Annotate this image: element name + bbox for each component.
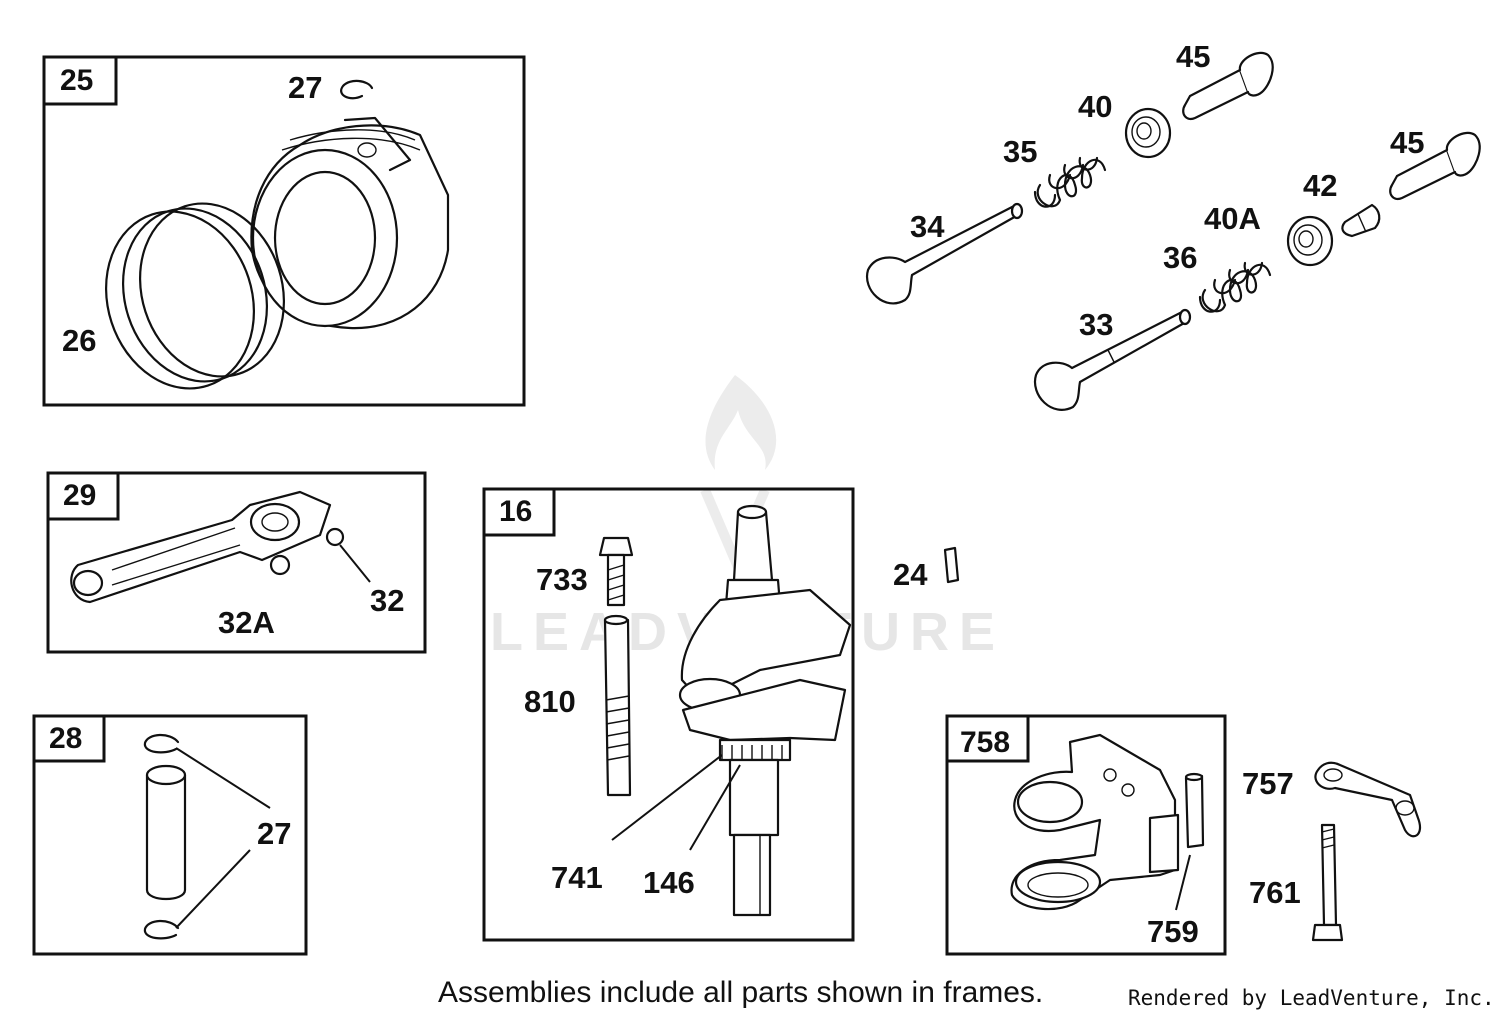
label-810: 810 bbox=[524, 684, 576, 719]
frame-connecting-rod: 29 32 32A bbox=[46, 471, 427, 654]
tappet-45-upper: 45 bbox=[1176, 39, 1274, 121]
stud-810 bbox=[603, 614, 632, 797]
frame-number-29: 29 bbox=[63, 479, 96, 512]
label-34: 34 bbox=[910, 209, 945, 244]
label-24: 24 bbox=[893, 557, 928, 592]
frame-piston: 25 27 26 bbox=[42, 55, 526, 407]
governor-link-757: 757 bbox=[1242, 761, 1422, 838]
retainer-40: 40 bbox=[1078, 89, 1172, 159]
label-146: 146 bbox=[643, 865, 695, 900]
governor-pin bbox=[1184, 772, 1205, 849]
label-32a: 32A bbox=[218, 605, 275, 640]
label-45-upper: 45 bbox=[1176, 39, 1210, 74]
label-27-top: 27 bbox=[288, 70, 322, 105]
valve-34: 34 bbox=[865, 202, 1024, 305]
flame-watermark-icon bbox=[705, 375, 777, 470]
keeper-42: 42 bbox=[1303, 168, 1381, 238]
tappet-45-lower: 45 bbox=[1389, 125, 1481, 201]
retainer-clip-lower-icon bbox=[143, 919, 180, 940]
retainer-clip-upper-icon bbox=[143, 733, 180, 754]
label-759: 759 bbox=[1147, 914, 1199, 949]
label-741: 741 bbox=[551, 860, 603, 895]
assemblies-note: Assemblies include all parts shown in fr… bbox=[438, 976, 1044, 1009]
screw-761: 761 bbox=[1249, 823, 1344, 942]
connecting-rod bbox=[70, 490, 371, 604]
label-761: 761 bbox=[1249, 875, 1301, 910]
label-40: 40 bbox=[1078, 89, 1112, 124]
frame-number-25: 25 bbox=[60, 64, 93, 97]
label-45-lower: 45 bbox=[1390, 125, 1424, 160]
label-26: 26 bbox=[62, 323, 96, 358]
render-credit: Rendered by LeadVenture, Inc. bbox=[1128, 986, 1495, 1010]
label-33: 33 bbox=[1079, 307, 1113, 342]
label-42: 42 bbox=[1303, 168, 1337, 203]
key-24: 24 bbox=[893, 546, 960, 592]
label-757: 757 bbox=[1242, 766, 1294, 801]
governor-bracket bbox=[1010, 733, 1180, 911]
bolt-733 bbox=[598, 536, 634, 607]
frame-number-28: 28 bbox=[49, 722, 82, 755]
retainer-40a: 40A bbox=[1204, 201, 1334, 267]
label-32: 32 bbox=[370, 583, 404, 618]
spring-36: 36 bbox=[1163, 240, 1272, 313]
label-27-pin: 27 bbox=[257, 816, 291, 851]
frame-crankshaft: 16 733 810 bbox=[482, 487, 855, 942]
label-40a: 40A bbox=[1204, 201, 1261, 236]
piston bbox=[250, 116, 450, 330]
piston-pin bbox=[145, 764, 187, 901]
retainer-clip-icon bbox=[340, 79, 374, 100]
piston-rings bbox=[104, 202, 286, 390]
spring-35: 35 bbox=[1003, 134, 1107, 208]
frame-governor: 758 759 bbox=[945, 714, 1227, 956]
valve-33: 33 bbox=[1033, 307, 1192, 411]
frame-number-16: 16 bbox=[499, 495, 532, 528]
crankshaft bbox=[678, 504, 852, 917]
frame-number-758: 758 bbox=[960, 726, 1010, 759]
label-35: 35 bbox=[1003, 134, 1037, 169]
frame-piston-pin: 28 27 bbox=[32, 714, 308, 956]
label-36: 36 bbox=[1163, 240, 1197, 275]
label-733: 733 bbox=[536, 562, 588, 597]
